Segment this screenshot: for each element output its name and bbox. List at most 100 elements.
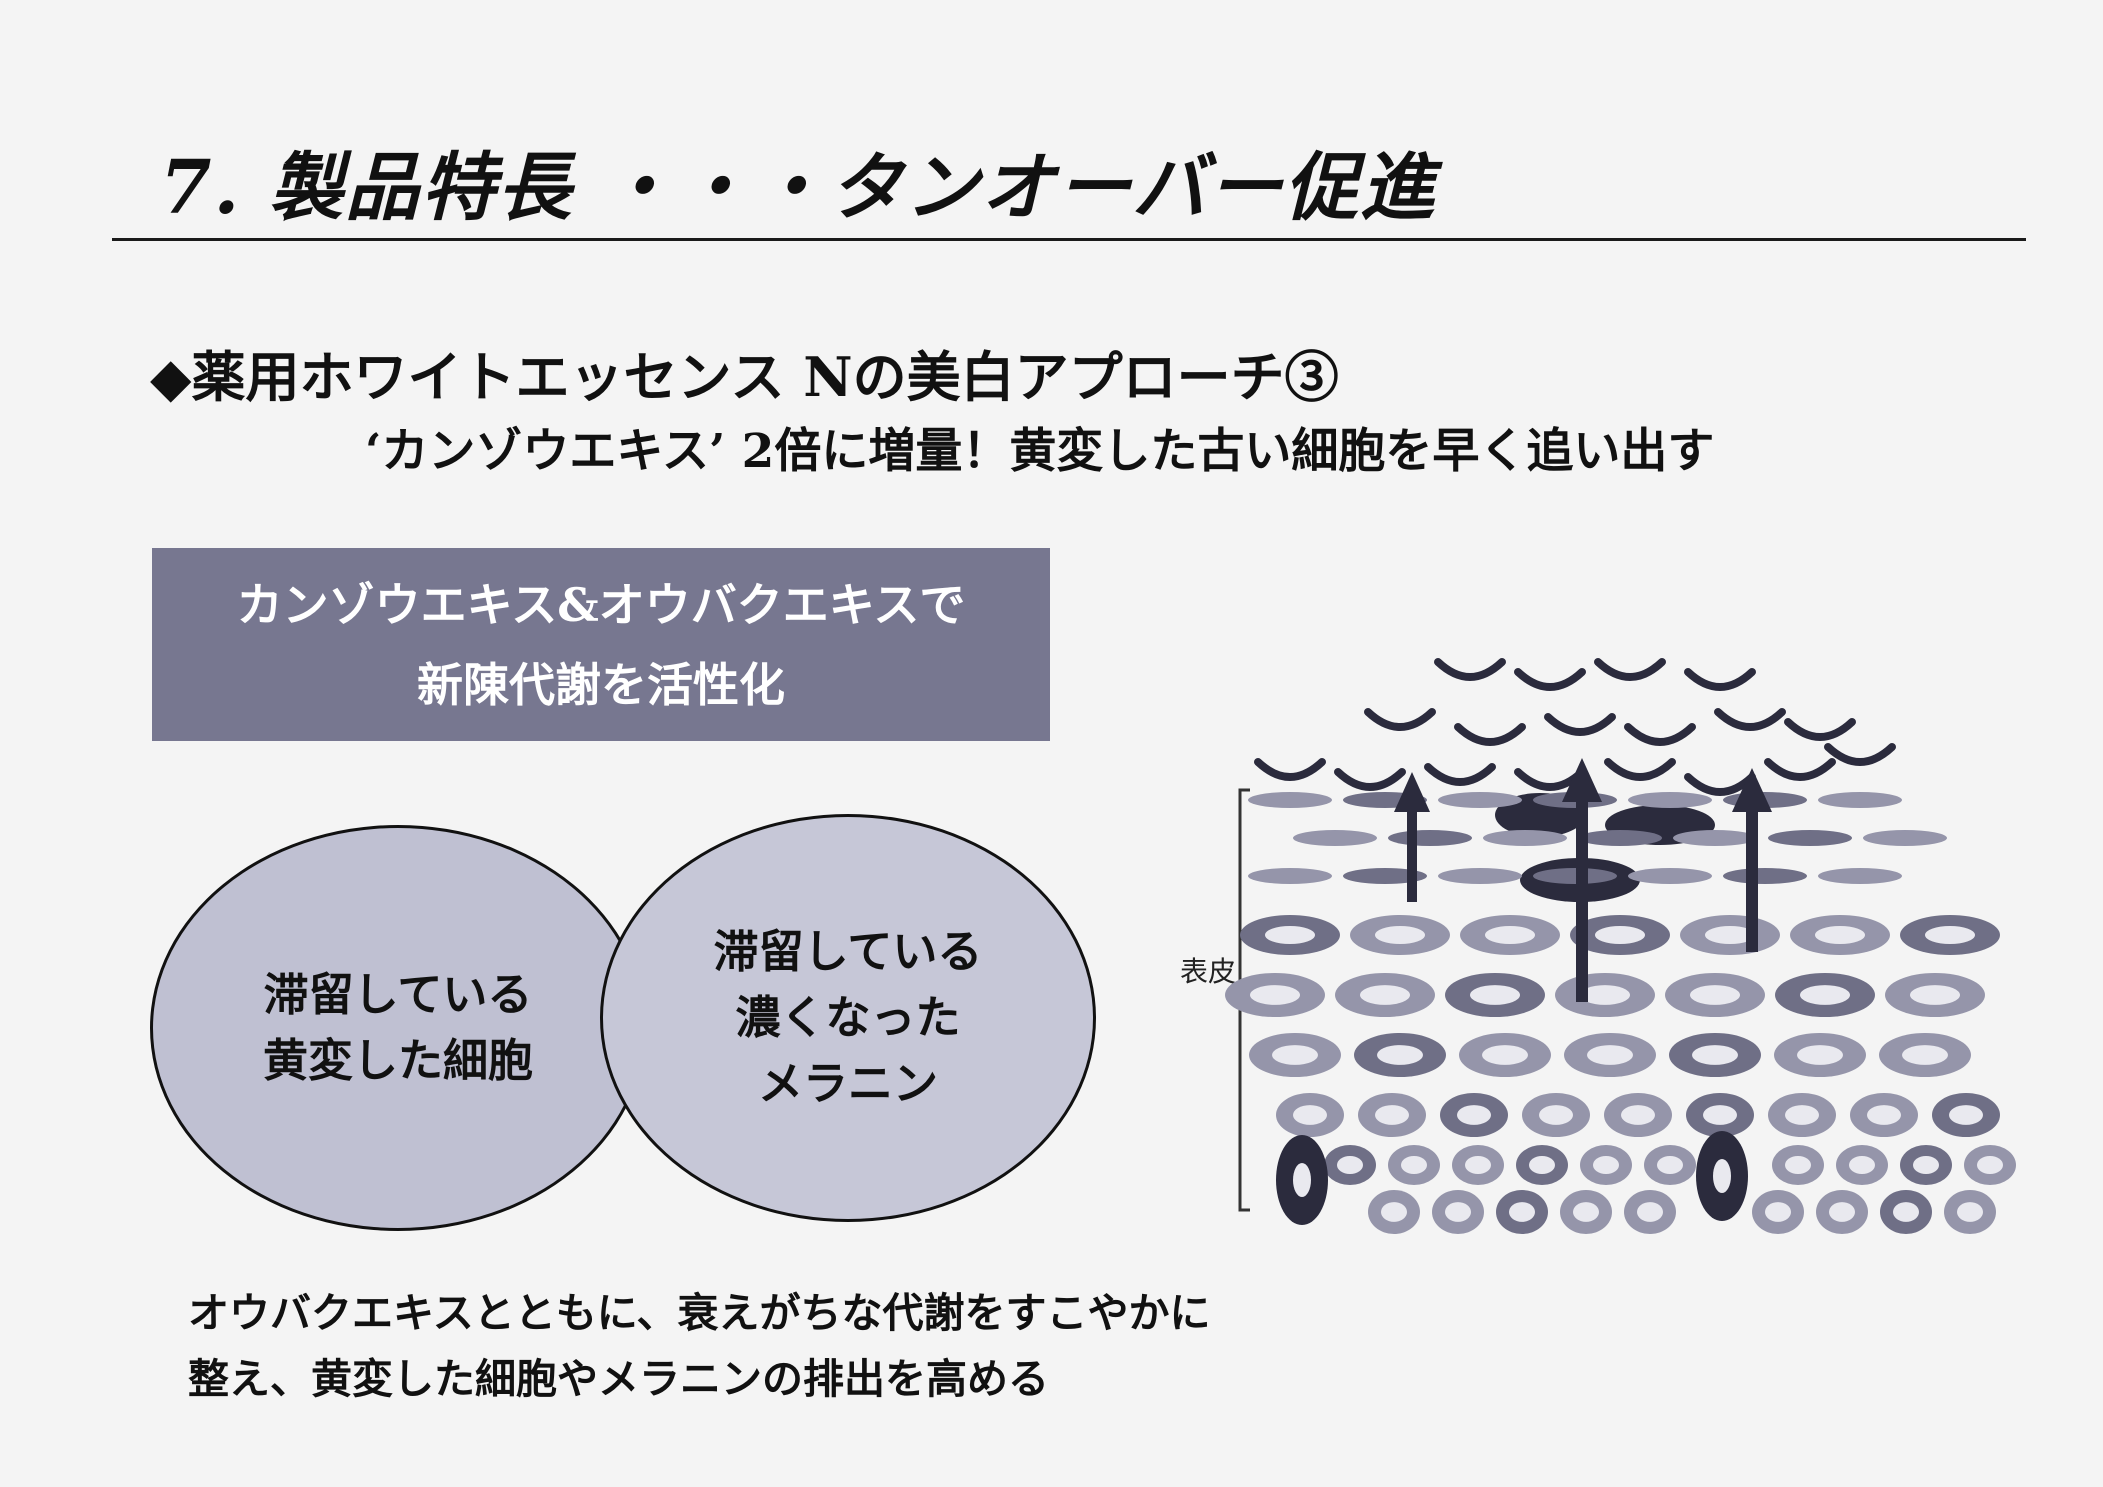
skin-cell-nucleus	[1587, 1045, 1633, 1065]
skin-cell-nucleus	[1250, 985, 1300, 1005]
skin-cell-nucleus	[1482, 1045, 1528, 1065]
skin-cell-nucleus	[1977, 1156, 2003, 1174]
skin-cell-nucleus	[1949, 1105, 1983, 1125]
circle-right-line-1: 滞留している	[713, 925, 983, 978]
section-subheading: ‘カンゾウエキス’ 2倍に増量！黄変した古い細胞を早く追い出す	[365, 424, 1715, 479]
shed-cell-flake	[1544, 713, 1616, 736]
skin-cell	[1578, 830, 1662, 846]
skin-cell	[1343, 868, 1427, 884]
skin-cell	[1673, 830, 1757, 846]
title-divider	[112, 238, 2026, 241]
skin-cell-nucleus	[1910, 985, 1960, 1005]
skin-cell-nucleus	[1470, 985, 1520, 1005]
arrow-3-head	[1732, 768, 1772, 812]
shed-cell-flake	[1784, 718, 1856, 741]
shed-cell-flake	[1514, 668, 1586, 691]
cell-layers-group	[1225, 792, 2016, 1234]
skin-cell-nucleus	[1785, 1156, 1811, 1174]
banner-line-2: 新陳代謝を活性化	[417, 657, 785, 712]
skin-cell	[1628, 868, 1712, 884]
shed-cell-flake	[1624, 723, 1696, 746]
skin-cell-nucleus	[1593, 1156, 1619, 1174]
skin-cell-nucleus	[1360, 985, 1410, 1005]
arrow-1-head	[1394, 772, 1430, 812]
skin-cell-nucleus	[1595, 926, 1645, 944]
shed-cell-flake	[1604, 758, 1676, 781]
shed-cell-flake	[1684, 668, 1756, 691]
section-heading: ◆薬用ホワイトエッセンス Nの美白アプローチ③	[150, 345, 1339, 409]
skin-cell	[1628, 792, 1712, 808]
skin-cell	[1438, 792, 1522, 808]
skin-cell-nucleus	[1509, 1202, 1535, 1222]
skin-cell-nucleus	[1265, 926, 1315, 944]
melanin-circle: 滞留している 濃くなった メラニン	[600, 814, 1096, 1222]
skin-cell-nucleus	[1272, 1045, 1318, 1065]
epidermis-label: 表皮	[1180, 955, 1237, 988]
basal-cell-1-core	[1293, 1163, 1311, 1197]
skin-cell-nucleus	[1657, 1156, 1683, 1174]
skin-cell	[1248, 792, 1332, 808]
skin-cell-nucleus	[1465, 1156, 1491, 1174]
skin-cell-nucleus	[1800, 985, 1850, 1005]
skin-cell-nucleus	[1529, 1156, 1555, 1174]
activation-banner: カンゾウエキス&オウバクエキスで 新陳代謝を活性化	[152, 548, 1050, 741]
skin-cell	[1533, 868, 1617, 884]
skin-cell-nucleus	[1902, 1045, 1948, 1065]
footer-line-2: 整え、黄変した細胞やメラニンの排出を高める	[188, 1355, 1049, 1403]
shed-cell-flake	[1764, 758, 1836, 781]
skin-cell-nucleus	[1293, 1105, 1327, 1125]
skin-cell	[1293, 830, 1377, 846]
skin-cell-nucleus	[1849, 1156, 1875, 1174]
circle-left-line-2: 黄変した細胞	[262, 1034, 533, 1087]
skin-cell	[1248, 868, 1332, 884]
skin-cell-nucleus	[1829, 1202, 1855, 1222]
skin-cell-nucleus	[1925, 926, 1975, 944]
skin-cell	[1818, 868, 1902, 884]
skin-cell-nucleus	[1957, 1202, 1983, 1222]
shed-cell-flake	[1714, 708, 1786, 731]
basal-cell-2-core	[1713, 1159, 1731, 1193]
skin-cell	[1438, 868, 1522, 884]
skin-cell	[1388, 830, 1472, 846]
shed-cells-group	[1254, 658, 1896, 796]
skin-cell-nucleus	[1637, 1202, 1663, 1222]
skin-layer-diagram	[1225, 658, 2016, 1234]
skin-cell-nucleus	[1785, 1105, 1819, 1125]
shed-cell-flake	[1424, 763, 1496, 786]
skin-cell-nucleus	[1913, 1156, 1939, 1174]
banner-line-1: カンゾウエキス&オウバクエキスで	[236, 577, 966, 632]
shed-cell-flake	[1364, 708, 1436, 731]
skin-cell-nucleus	[1401, 1156, 1427, 1174]
skin-cell-nucleus	[1815, 926, 1865, 944]
skin-cell-nucleus	[1765, 1202, 1791, 1222]
footer-line-1: オウバクエキスとともに、衰えがちな代謝をすこやかに	[188, 1289, 1211, 1337]
skin-cell-nucleus	[1621, 1105, 1655, 1125]
turnover-arrows	[1394, 758, 1772, 1002]
shed-cell-flake	[1434, 658, 1506, 681]
slide-title: 7. 製品特長 ・・・タンオーバー促進	[160, 145, 1437, 231]
skin-cell-nucleus	[1381, 1202, 1407, 1222]
skin-cell-nucleus	[1893, 1202, 1919, 1222]
circle-right-line-3: メラニン	[757, 1057, 938, 1110]
skin-cell-nucleus	[1692, 1045, 1738, 1065]
skin-cell	[1483, 830, 1567, 846]
skin-cell	[1863, 830, 1947, 846]
skin-cell-nucleus	[1573, 1202, 1599, 1222]
shed-cell-flake	[1254, 758, 1326, 781]
skin-cell-nucleus	[1457, 1105, 1491, 1125]
skin-cell-nucleus	[1375, 1105, 1409, 1125]
skin-cell	[1723, 868, 1807, 884]
skin-cell	[1768, 830, 1852, 846]
shed-cell-flake	[1334, 768, 1406, 791]
skin-cell-nucleus	[1690, 985, 1740, 1005]
shed-cell-flake	[1454, 723, 1526, 746]
basal-cells	[1276, 1131, 1748, 1225]
melanin-blobs	[1495, 793, 1715, 902]
shed-cell-flake	[1824, 743, 1896, 766]
skin-cell	[1818, 792, 1902, 808]
skin-cell-nucleus	[1337, 1156, 1363, 1174]
skin-cell-nucleus	[1377, 1045, 1423, 1065]
skin-cell-nucleus	[1445, 1202, 1471, 1222]
skin-cell-nucleus	[1580, 985, 1630, 1005]
arrow-2-head	[1562, 758, 1602, 802]
